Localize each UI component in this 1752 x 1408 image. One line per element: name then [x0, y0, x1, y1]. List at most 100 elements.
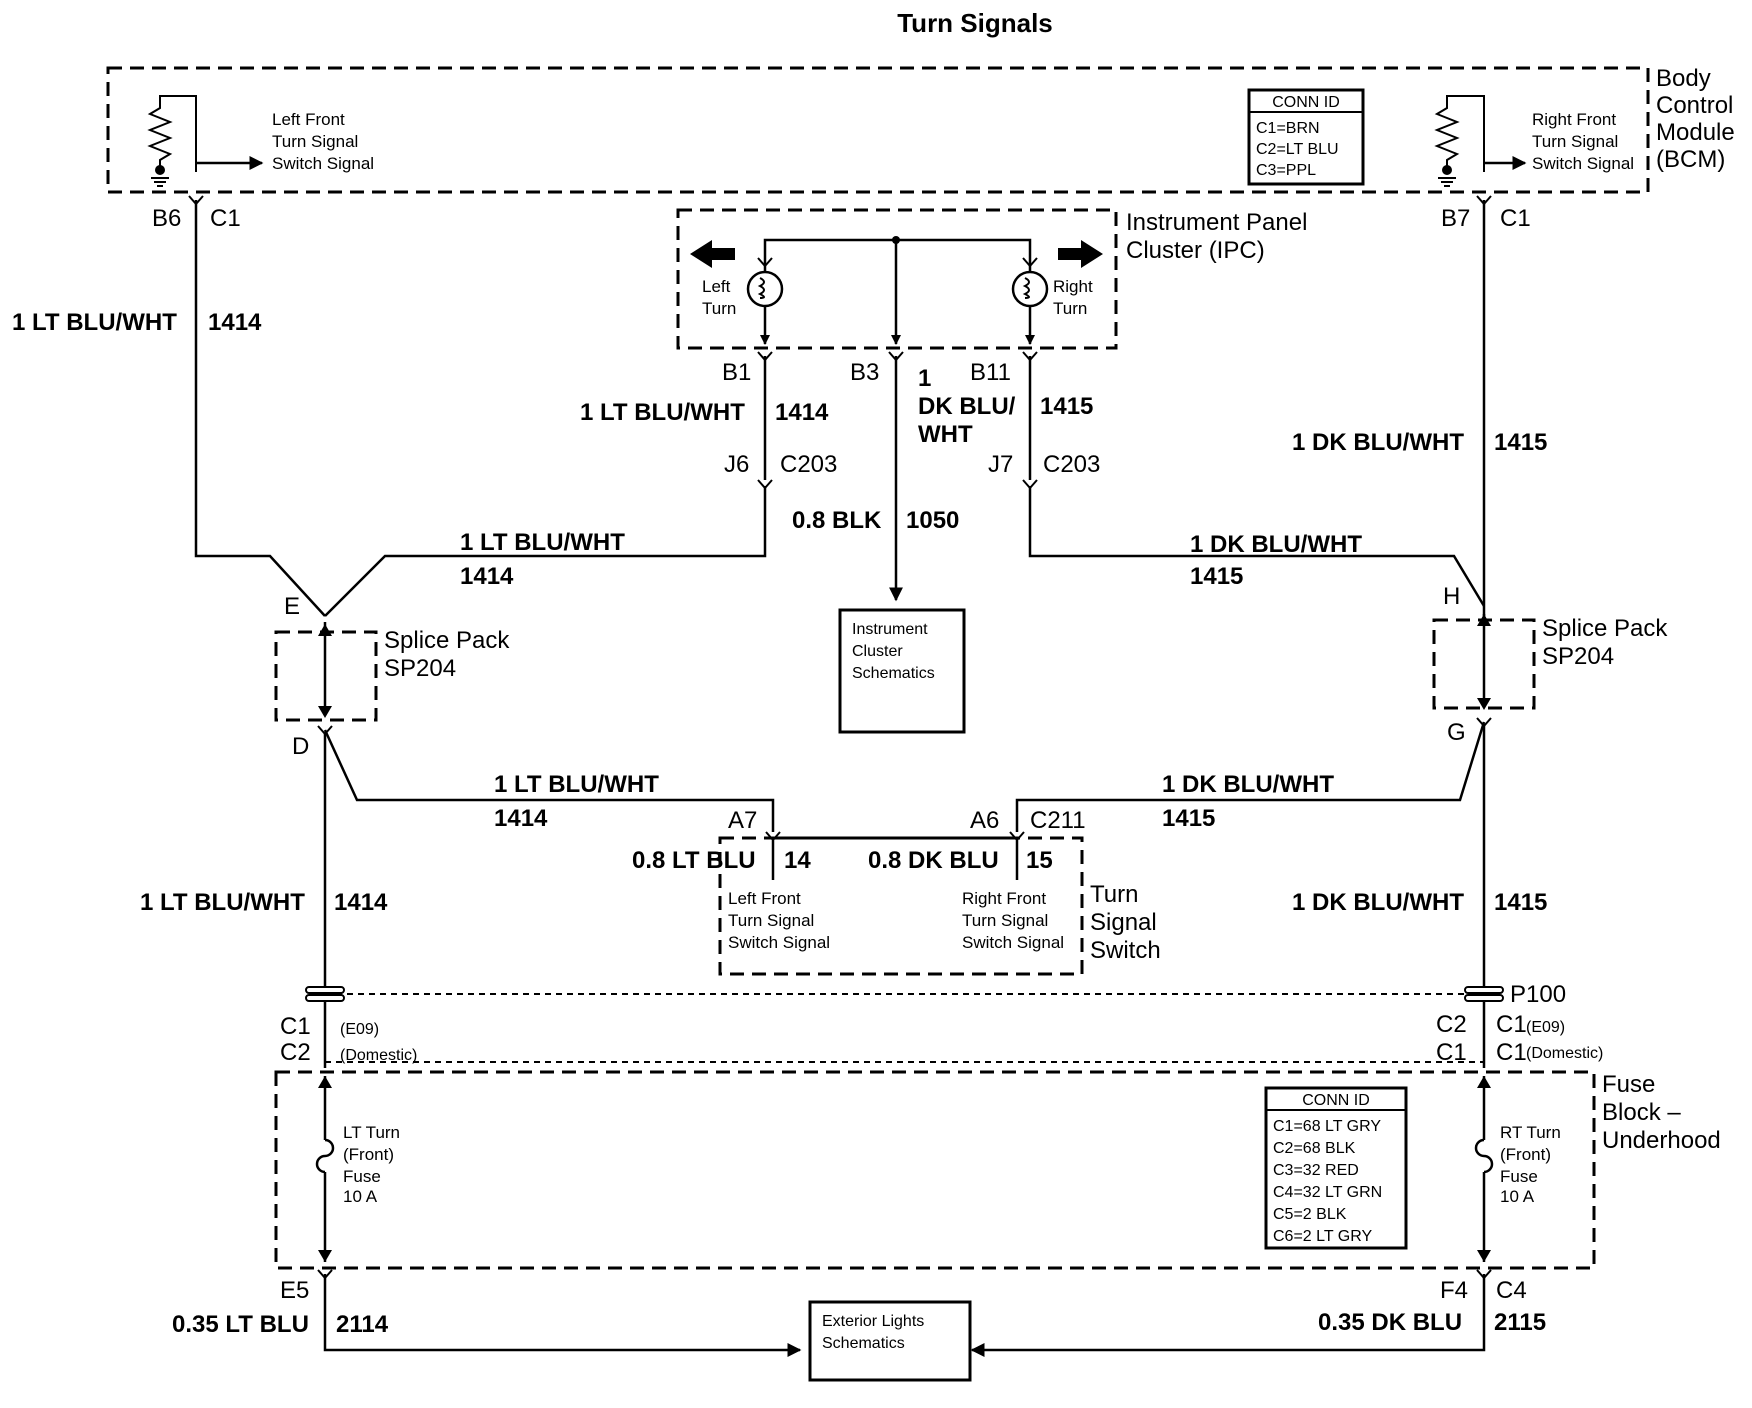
svg-text:Turn Signal: Turn Signal — [272, 132, 358, 151]
svg-text:C1=68 LT GRY: C1=68 LT GRY — [1273, 1118, 1381, 1135]
switch-left-wire-circuit: 14 — [784, 847, 811, 874]
right-fuse-icon — [1474, 1076, 1494, 1262]
c203-conn-right: C203 — [1043, 451, 1100, 478]
fuse-block-pin-f4: F4 — [1440, 1277, 1468, 1304]
wire-2114 — [317, 1269, 802, 1357]
svg-text:DK BLU/: DK BLU/ — [918, 393, 1016, 420]
p100-right-b-top: C1 — [1496, 1011, 1527, 1038]
svg-text:CONN ID: CONN ID — [1302, 1092, 1370, 1109]
ground-wire-color: 0.8 BLK — [792, 507, 882, 534]
svg-text:Right Front: Right Front — [1532, 110, 1616, 129]
svg-text:Signal: Signal — [1090, 909, 1157, 936]
wire-1414-color-upper: 1 LT BLU/WHT — [12, 309, 177, 336]
wire-1414-ipc-to-splice — [324, 351, 773, 617]
svg-text:Schematics: Schematics — [852, 665, 935, 682]
ipc-box — [676, 208, 1118, 350]
svg-text:Cluster (IPC): Cluster (IPC) — [1126, 237, 1265, 264]
svg-text:Underhood: Underhood — [1602, 1127, 1721, 1154]
svg-text:Right: Right — [1053, 277, 1093, 296]
wire-1415-color-mid: 1 DK BLU/WHT — [1190, 531, 1362, 558]
bcm-conn-c1-left: C1 — [210, 205, 241, 232]
svg-text:Left: Left — [702, 277, 731, 296]
svg-text:Splice Pack: Splice Pack — [1542, 615, 1668, 642]
svg-text:C2=68 BLK: C2=68 BLK — [1273, 1140, 1356, 1157]
ipc-right-turn-label: Right Turn — [1053, 277, 1093, 318]
splice-pack-left-label: Splice Pack SP204 — [384, 627, 510, 682]
svg-text:WHT: WHT — [918, 421, 973, 448]
svg-text:Left Front: Left Front — [272, 110, 345, 129]
svg-text:Switch Signal: Switch Signal — [728, 933, 830, 952]
switch-right-wire-color: 0.8 DK BLU — [868, 847, 999, 874]
bcm-right-signal-label: Right Front Turn Signal Switch Signal — [1532, 110, 1634, 173]
svg-text:Turn: Turn — [1090, 881, 1138, 908]
svg-text:SP204: SP204 — [1542, 643, 1614, 670]
exterior-lights-schematics-box[interactable]: Exterior Lights Schematics — [808, 1300, 972, 1382]
ipc-internal-wiring — [757, 236, 1038, 345]
svg-text:C5=2 BLK: C5=2 BLK — [1273, 1206, 1347, 1223]
svg-text:Switch Signal: Switch Signal — [962, 933, 1064, 952]
wire-1414-circuit-ipc: 1414 — [775, 399, 829, 426]
wire-1415-color-lower-mid: 1 DK BLU/WHT — [1162, 771, 1334, 798]
svg-text:Turn Signal: Turn Signal — [1532, 132, 1618, 151]
wire-1414-color-lower: 1 LT BLU/WHT — [140, 889, 305, 916]
switch-left-wire-color: 0.8 LT BLU — [632, 847, 756, 874]
wire-1415-color-lower: 1 DK BLU/WHT — [1292, 889, 1464, 916]
wire-2114-color: 0.35 LT BLU — [172, 1311, 309, 1338]
svg-text:Fuse: Fuse — [343, 1167, 381, 1186]
p100-right-note-top: (E09) — [1526, 1019, 1565, 1036]
bcm-left-signal-label: Left Front Turn Signal Switch Signal — [272, 110, 374, 173]
fuse-block-box — [274, 1070, 1596, 1270]
svg-text:Turn: Turn — [702, 299, 736, 318]
bcm-pin-b6: B6 — [152, 205, 181, 232]
left-turn-lamp-icon — [746, 270, 784, 308]
wire-1414-color-mid: 1 LT BLU/WHT — [460, 529, 625, 556]
bcm-label: Body Control Module (BCM) — [1656, 65, 1735, 173]
wire-1414-circuit-upper: 1414 — [208, 309, 262, 336]
p100-left-bottom: C2 — [280, 1039, 311, 1066]
svg-text:Turn Signal: Turn Signal — [728, 911, 814, 930]
instrument-cluster-schematics-box[interactable]: Instrument Cluster Schematics — [838, 608, 966, 734]
svg-text:Switch: Switch — [1090, 937, 1161, 964]
ipc-pin-b11: B11 — [970, 359, 1011, 386]
turn-signal-switch-label: Turn Signal Switch — [1090, 881, 1161, 964]
splice-pack-right-label: Splice Pack SP204 — [1542, 615, 1668, 670]
right-fuse-label: RT Turn (Front) Fuse 10 A — [1500, 1123, 1561, 1206]
svg-text:SP204: SP204 — [384, 655, 456, 682]
svg-text:Exterior Lights: Exterior Lights — [822, 1313, 924, 1330]
svg-text:Switch Signal: Switch Signal — [272, 154, 374, 173]
svg-text:Switch Signal: Switch Signal — [1532, 154, 1634, 173]
svg-text:(Front): (Front) — [1500, 1145, 1551, 1164]
svg-text:Instrument Panel: Instrument Panel — [1126, 209, 1307, 236]
svg-text:Body: Body — [1656, 65, 1711, 92]
turn-switch-conn-c211: C211 — [1030, 807, 1086, 834]
ipc-label: Instrument Panel Cluster (IPC) — [1126, 209, 1307, 264]
svg-text:Right Front: Right Front — [962, 889, 1046, 908]
svg-text:C2=LT BLU: C2=LT BLU — [1256, 141, 1339, 158]
wire-1415-circuit-upper: 1415 — [1494, 429, 1547, 456]
p100-left-note-top: (E09) — [340, 1021, 379, 1038]
c203-pin-j6: J6 — [724, 451, 749, 478]
svg-text:Module: Module — [1656, 119, 1735, 146]
left-arrow-icon — [690, 240, 735, 268]
p100-right-a-top: C2 — [1436, 1011, 1467, 1038]
p100-right-a-bottom: C1 — [1436, 1039, 1467, 1066]
ipc-pin-b1: B1 — [722, 359, 751, 386]
turn-switch-pin-a6: A6 — [970, 807, 999, 834]
turn-switch-pin-a7: A7 — [728, 807, 757, 834]
svg-text:Cluster: Cluster — [852, 643, 903, 660]
turn-switch-right-label: Right Front Turn Signal Switch Signal — [962, 889, 1064, 952]
svg-text:C3=32 RED: C3=32 RED — [1273, 1162, 1359, 1179]
right-arrow-icon — [1058, 240, 1103, 268]
wire-2115 — [970, 1269, 1492, 1357]
c203-pin-j7: J7 — [988, 451, 1013, 478]
fuse-block-conn-id-table: CONN ID C1=68 LT GRY C2=68 BLK C3=32 RED… — [1264, 1086, 1408, 1250]
splice-right-pin-g: G — [1447, 719, 1466, 746]
svg-text:10 A: 10 A — [343, 1187, 378, 1206]
bcm-pin-b7: B7 — [1441, 205, 1470, 232]
wire-1050-ground — [888, 351, 904, 602]
wire-1414-circuit-lower: 1414 — [334, 889, 388, 916]
wire-2114-circuit: 2114 — [336, 1311, 389, 1338]
wire-1415-circuit-mid: 1415 — [1190, 563, 1243, 590]
wire-1414-color-ipc: 1 LT BLU/WHT — [580, 399, 745, 426]
